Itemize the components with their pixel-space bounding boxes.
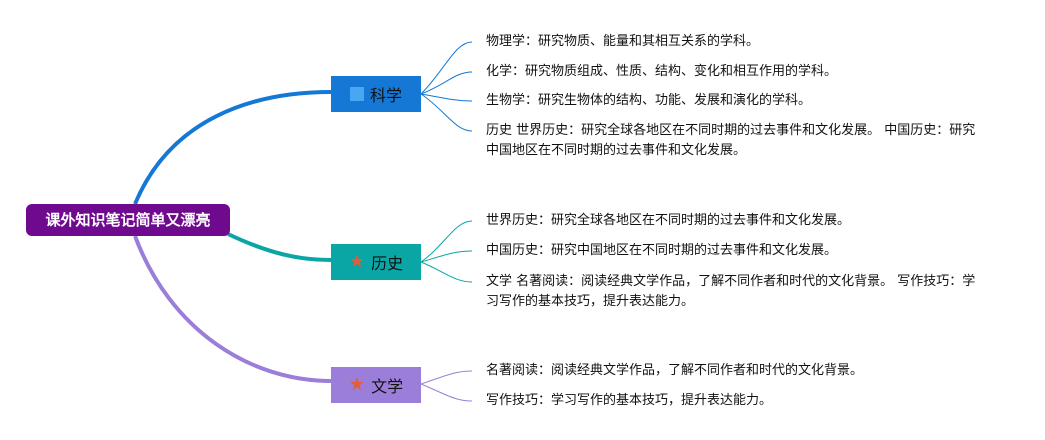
leaf-china-history[interactable]: 中国历史：研究中国地区在不同时期的过去事件和文化发展。 bbox=[486, 243, 838, 258]
root-to-science-link bbox=[133, 90, 332, 205]
leaf-writing-skills[interactable]: 写作技巧：学习写作的基本技巧，提升表达能力。 bbox=[486, 393, 773, 408]
square-icon bbox=[349, 87, 364, 101]
star-icon: ★ bbox=[348, 374, 366, 395]
leaf-literature-note[interactable]: 文学 名著阅读：阅读经典文学作品，了解不同作者和时代的文化背景。 写作技巧：学习… bbox=[486, 274, 976, 309]
science-leaf-links bbox=[420, 41, 473, 132]
root-to-literature-link bbox=[133, 235, 332, 383]
star-icon: ★ bbox=[348, 251, 366, 272]
branch-science-label: 科学 bbox=[369, 86, 402, 105]
branch-literature-label: 文学 bbox=[371, 377, 404, 396]
branch-literature[interactable]: ★ 文学 bbox=[331, 367, 421, 403]
branch-history-label: 历史 bbox=[371, 254, 404, 273]
leaf-chemistry[interactable]: 化学：研究物质组成、性质、结构、变化和相互作用的学科。 bbox=[486, 64, 838, 79]
leaf-world-history[interactable]: 世界历史：研究全球各地区在不同时期的过去事件和文化发展。 bbox=[486, 213, 851, 228]
leaf-classic-reading[interactable]: 名著阅读：阅读经典文学作品，了解不同作者和时代的文化背景。 bbox=[486, 363, 864, 378]
root-to-history-link bbox=[227, 232, 332, 262]
branch-history[interactable]: ★ 历史 bbox=[331, 244, 421, 280]
leaf-biology[interactable]: 生物学：研究生物体的结构、功能、发展和演化的学科。 bbox=[486, 93, 812, 108]
branch-science[interactable]: 科学 bbox=[331, 76, 421, 112]
root-node[interactable]: 课外知识笔记简单又漂亮 bbox=[26, 204, 230, 236]
literature-leaf-links bbox=[420, 370, 473, 402]
history-leaf-links bbox=[420, 220, 473, 283]
leaf-history-note[interactable]: 历史 世界历史：研究全球各地区在不同时期的过去事件和文化发展。 中国历史：研究中… bbox=[486, 123, 976, 158]
leaf-physics[interactable]: 物理学：研究物质、能量和其相互关系的学科。 bbox=[486, 34, 760, 49]
